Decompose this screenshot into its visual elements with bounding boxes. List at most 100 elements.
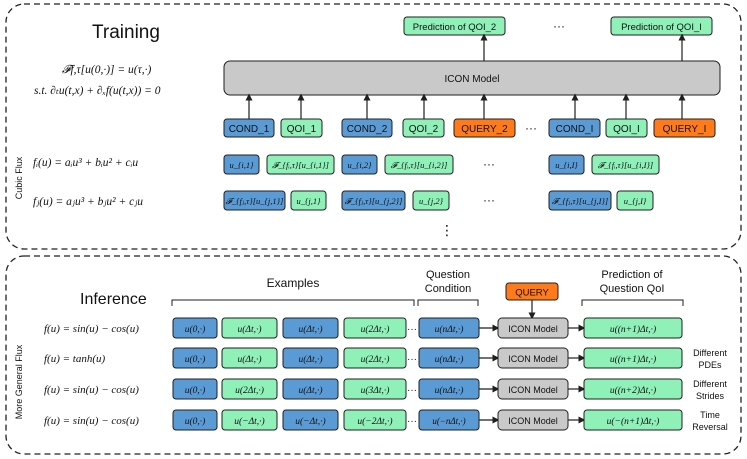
row-3-cell-2-label: u(2Δt,·) xyxy=(235,385,264,396)
row-4-prediction xyxy=(583,409,683,431)
row-4-prediction-label: u(−(n+1)Δt,·) xyxy=(607,416,660,427)
cubic-flux-side-label: Cubic Flux xyxy=(14,156,24,199)
row-4-flux: f(u) = sin(u) − cos(u) xyxy=(44,415,139,427)
row-3-prediction xyxy=(583,378,683,400)
token-cond-2 xyxy=(341,118,393,138)
row-1-cell-1 xyxy=(172,317,218,339)
row-3-cell-1 xyxy=(172,378,218,400)
token-qoi-1 xyxy=(280,118,323,138)
prediction-bracket xyxy=(581,299,684,306)
row-j-input-i xyxy=(548,190,612,211)
row-i-output-i xyxy=(591,154,660,175)
row-3-model-label: ICON Model xyxy=(508,385,558,395)
row-j-input-2 xyxy=(341,190,406,211)
examples-bracket xyxy=(171,299,415,306)
row-4-cell-2-label: u(−Δt,·) xyxy=(234,416,264,427)
row-2-condition-label: u(nΔt,·) xyxy=(435,354,464,365)
row-1-flux: f(u) = sin(u) − cos(u) xyxy=(44,323,139,335)
token-arrows xyxy=(245,93,686,119)
row-1-cell-2 xyxy=(221,317,278,339)
row-j-input-1 xyxy=(223,190,286,211)
row-i-sample-i-label: u_{i,I} xyxy=(555,160,578,170)
row-2-ellipsis: ··· xyxy=(407,354,417,365)
row-i-output-2-label: 𝓕_{fᵢ,τ}[u_{i,2}] xyxy=(391,160,448,170)
row-1-cell-2-label: u(Δt,·) xyxy=(237,324,261,335)
row-i-output-1-label: 𝓕_{fᵢ,τ}[u_{i,1}] xyxy=(272,160,329,170)
token-qoi-1-label: QOI_1 xyxy=(287,124,317,135)
row-3-note-line-2: Strides xyxy=(696,391,725,401)
row-4-cell-1 xyxy=(172,409,218,431)
row-j-sample-2-label: u_{j,2} xyxy=(419,196,444,206)
row-3-cell-1-label: u(0,·) xyxy=(185,385,206,396)
row-j-input-1-label: 𝓕_{fⱼ,τ}[u_{j,1}] xyxy=(226,196,284,206)
row-i-ellipsis: ··· xyxy=(483,157,495,171)
row-2-prediction xyxy=(583,347,683,369)
row-1-cell-4-label: u(2Δt,·) xyxy=(361,324,390,335)
row-1-cell-4 xyxy=(343,317,407,339)
prediction-ellipsis: ··· xyxy=(553,19,565,33)
row-2-cell-3-label: u(Δt,·) xyxy=(298,354,322,365)
row-2-flux: f(u) = tanh(u) xyxy=(44,353,106,365)
row-3-cell-3 xyxy=(282,378,339,400)
token-qoi-i xyxy=(605,118,648,138)
row-1-model-label: ICON Model xyxy=(508,324,558,334)
row-2-note-line-1: Different xyxy=(693,348,727,358)
token-ellipsis: ··· xyxy=(525,121,537,135)
inference-panel xyxy=(5,255,742,455)
row-2-prediction-label: u((n+1)Δt,·) xyxy=(610,354,656,365)
row-3-cell-4 xyxy=(343,378,407,400)
token-qoi-i-label: QOI_I xyxy=(613,124,640,135)
row-i-output-2 xyxy=(384,154,454,175)
row-4-note-line-1: Time xyxy=(700,410,720,420)
row-2-cell-2-label: u(Δt,·) xyxy=(237,354,261,365)
flux-i-equation: fᵢ(u) = aᵢu³ + bᵢu² + cᵢu xyxy=(33,157,138,169)
inference-query-label: QUERY xyxy=(515,288,549,299)
row-i-output-1 xyxy=(266,154,335,175)
prediction-label-qoi-2: Prediction of QOI_2 xyxy=(413,22,496,33)
inference-row-2: f(u) = tanh(u) u(0,·) u(Δt,·) u(Δt,·) u(… xyxy=(44,347,727,370)
icon-model-label: ICON Model xyxy=(444,74,499,85)
question-header-line-2: Condition xyxy=(425,283,471,295)
prediction-header-line-2: Question QoI xyxy=(600,283,665,295)
inference-row-3: f(u) = sin(u) − cos(u) u(0,·) u(2Δt,·) u… xyxy=(44,378,727,401)
row-4-condition-label: u(−nΔt,·) xyxy=(432,416,465,426)
row-4-cell-2 xyxy=(221,409,278,431)
icon-model-block xyxy=(223,60,721,96)
row-3-prediction-label: u((n+2)Δt,·) xyxy=(610,385,656,396)
question-header-line-1: Question xyxy=(426,269,470,281)
row-1-cell-3 xyxy=(282,317,339,339)
row-j-sample-1-label: u_{j,1} xyxy=(296,196,321,206)
row-3-cell-2 xyxy=(221,378,278,400)
row-i-sample-1 xyxy=(223,154,260,175)
inference-row-4: f(u) = sin(u) − cos(u) u(0,·) u(−Δt,·) u… xyxy=(44,409,728,432)
row-i-sample-2 xyxy=(341,154,378,175)
row-j-sample-2 xyxy=(412,190,450,211)
row-3-cell-3-label: u(Δt,·) xyxy=(298,385,322,396)
inference-title: Inference xyxy=(80,291,147,308)
training-title: Training xyxy=(92,22,160,43)
training-panel xyxy=(5,3,742,250)
row-i-sample-2-label: u_{i,2} xyxy=(347,160,372,170)
row-2-cell-2 xyxy=(221,347,278,369)
row-4-cell-1-label: u(0,·) xyxy=(185,416,206,427)
row-4-ellipsis: ··· xyxy=(407,416,417,427)
row-4-model-label: ICON Model xyxy=(508,416,558,426)
inference-row-1: f(u) = sin(u) − cos(u) u(0,·) u(Δt,·) u(… xyxy=(44,317,683,339)
row-3-ellipsis: ··· xyxy=(407,385,417,396)
token-query-2-label: QUERY_2 xyxy=(461,124,508,135)
token-qoi-2 xyxy=(402,118,445,138)
token-cond-i xyxy=(548,118,601,138)
row-4-cell-4 xyxy=(343,409,407,431)
row-j-input-2-label: 𝓕_{fⱼ,τ}[u_{j,2}] xyxy=(345,196,403,206)
row-2-note-line-2: PDEs xyxy=(698,360,722,370)
row-2-cell-1-label: u(0,·) xyxy=(185,354,206,365)
token-cond-i-label: COND_I xyxy=(556,124,594,135)
row-1-condition-label: u(nΔt,·) xyxy=(435,324,464,335)
examples-header: Examples xyxy=(267,276,320,290)
row-4-note-line-2: Reversal xyxy=(692,422,728,432)
token-query-i xyxy=(653,118,716,138)
flux-j-equation: fⱼ(u) = aⱼu³ + bⱼu² + cⱼu xyxy=(33,196,143,208)
training-equation-2: s.t. ∂ₜu(t,x) + ∂ₓf(u(t,x)) = 0 xyxy=(34,85,161,97)
row-1-prediction-label: u((n+1)Δt,·) xyxy=(610,324,656,335)
